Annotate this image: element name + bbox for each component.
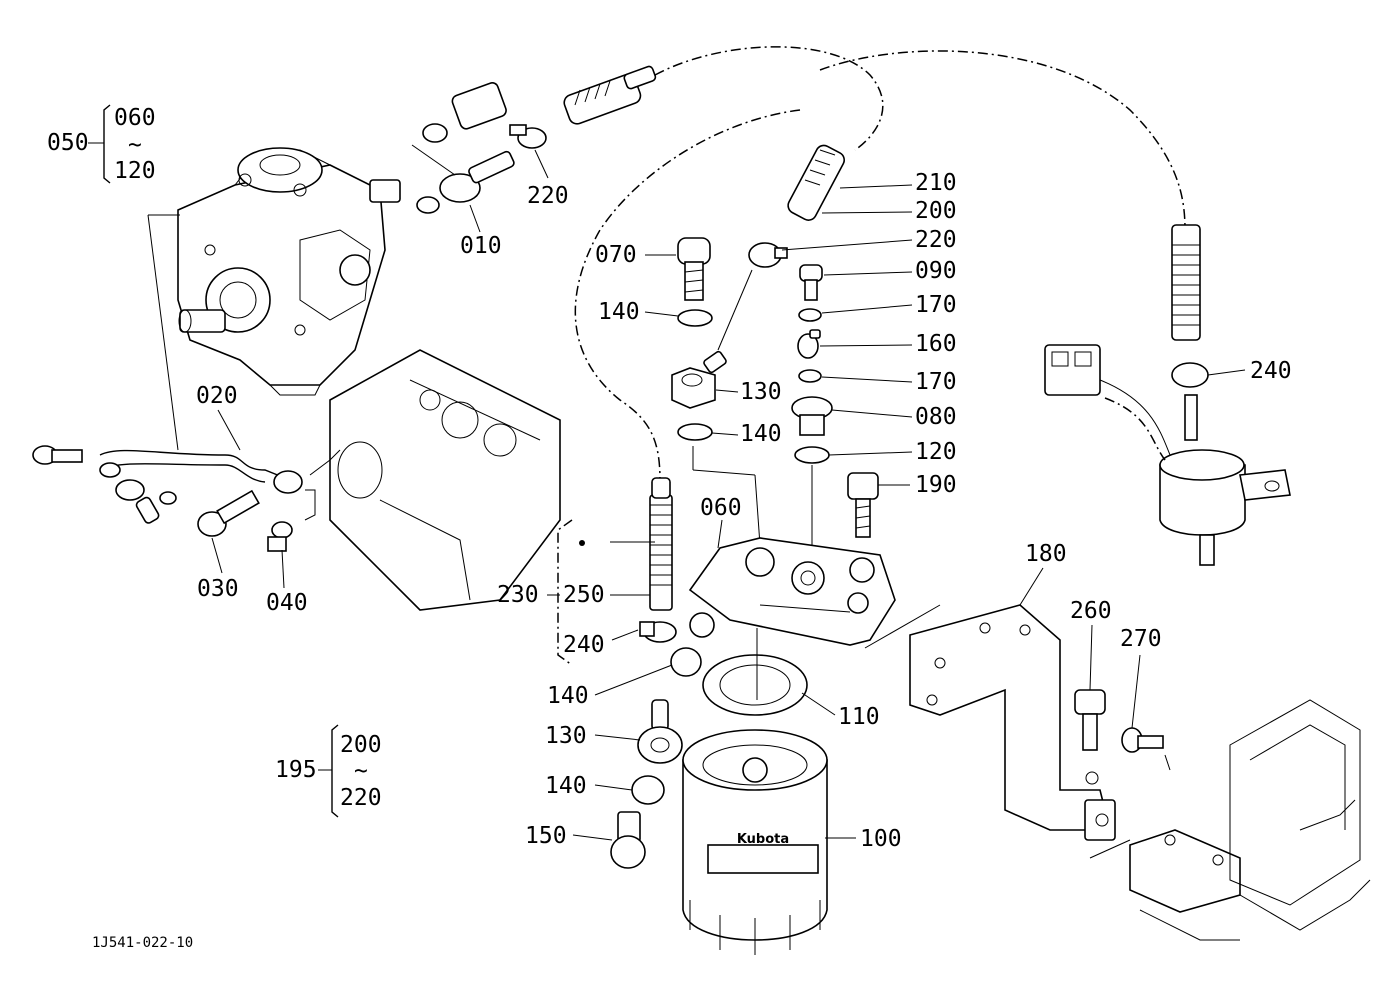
filter-marking-text: KKKKK: [724, 849, 803, 873]
leader: [717, 269, 753, 351]
tilde-195: ~: [354, 758, 368, 784]
label-150: 150: [525, 823, 567, 849]
label-210: 210: [915, 170, 957, 196]
label-240: 240: [1250, 358, 1292, 384]
label-050: 050: [47, 130, 89, 156]
label-180: 180: [1025, 541, 1067, 567]
washer-170b: [798, 369, 822, 383]
leader: [147, 214, 179, 451]
label-090: 090: [915, 258, 957, 284]
label-250: 250: [563, 582, 605, 608]
electric-fuel-pump: [1044, 224, 1291, 566]
bolt-040: [267, 521, 293, 552]
hose-clamp-240a: [639, 621, 677, 643]
hose-clamp-220b: [748, 242, 788, 268]
label-230: 230: [497, 582, 539, 608]
label-030: 030: [197, 576, 239, 602]
washer-120: [794, 446, 830, 464]
washer-140a: [677, 309, 713, 327]
leader: [309, 449, 341, 476]
tilde-050: ~: [128, 132, 142, 158]
drawing-id: 1J541-022-10: [92, 935, 193, 951]
bolt-150: [610, 811, 646, 869]
label-080: 080: [915, 404, 957, 430]
bolt-030: [197, 489, 260, 537]
label-060: 060: [700, 495, 742, 521]
label-040: 040: [266, 590, 308, 616]
injection-pump: [177, 147, 401, 396]
label-200: 200: [915, 198, 957, 224]
banjo-130b: [637, 699, 683, 764]
washer-140b: [677, 423, 713, 441]
bolt-190: [847, 472, 879, 538]
hose-clamp-220a: [509, 124, 547, 149]
label-195: 195: [275, 757, 317, 783]
bracket-180: [909, 604, 1116, 841]
label-120: 120: [915, 439, 957, 465]
bolt-070: [677, 237, 711, 301]
leader: [692, 469, 756, 476]
banjo-fitting-010: [411, 82, 515, 214]
label-270: 270: [1120, 626, 1162, 652]
label-010: 010: [460, 233, 502, 259]
label-120: 120: [114, 158, 156, 184]
label-140: 140: [598, 299, 640, 325]
filter-head-060: [688, 537, 896, 646]
washer-140d: [631, 775, 665, 805]
label-060: 060: [114, 105, 156, 131]
fuel-line-path: [654, 46, 884, 151]
label-170: 170: [915, 369, 957, 395]
label-170: 170: [915, 292, 957, 318]
washer-140c: [670, 647, 702, 677]
label-110: 110: [838, 704, 880, 730]
hose-upper-left: [563, 65, 657, 125]
leader: [304, 489, 316, 521]
label-020: 020: [196, 383, 238, 409]
filter-brand-text: Kubota: [737, 832, 789, 847]
bracket-050: [103, 104, 111, 184]
hose-upper-right: [787, 144, 846, 221]
label-160: 160: [915, 331, 957, 357]
cylinder-head: [329, 349, 561, 611]
gasket-110: [702, 654, 808, 716]
bolt-090: [799, 264, 823, 301]
label-240: 240: [563, 632, 605, 658]
bracket-195: [331, 724, 339, 818]
hose-250: [649, 477, 673, 611]
label-260: 260: [1070, 598, 1112, 624]
label-140: 140: [545, 773, 587, 799]
plug-080: [791, 396, 833, 436]
washer-170a: [798, 308, 822, 322]
label-leaders: [211, 149, 1246, 841]
label-140: 140: [547, 683, 589, 709]
fuel-filter-100: [682, 729, 828, 955]
label-130: 130: [740, 379, 782, 405]
dot-marker: [579, 540, 585, 546]
bolt-260: [1074, 689, 1106, 751]
leader: [754, 474, 761, 546]
bolt-270: [1121, 727, 1164, 753]
label-190: 190: [915, 472, 957, 498]
joint-160: [797, 329, 821, 359]
label-220: 220: [527, 183, 569, 209]
leader: [864, 604, 1171, 859]
engine-frame: [1129, 699, 1371, 941]
label-220: 220: [340, 785, 382, 811]
fuel-line-path-left: [574, 109, 801, 481]
banjo-130a: [671, 350, 727, 409]
label-140: 140: [740, 421, 782, 447]
fuel-line-path-long: [819, 50, 1186, 231]
label-070: 070: [595, 242, 637, 268]
label-200: 200: [340, 732, 382, 758]
label-100: 100: [860, 826, 902, 852]
group-bracket-230: [557, 519, 573, 666]
label-220: 220: [915, 227, 957, 253]
label-130: 130: [545, 723, 587, 749]
fuel-pipe-020: [32, 445, 303, 524]
